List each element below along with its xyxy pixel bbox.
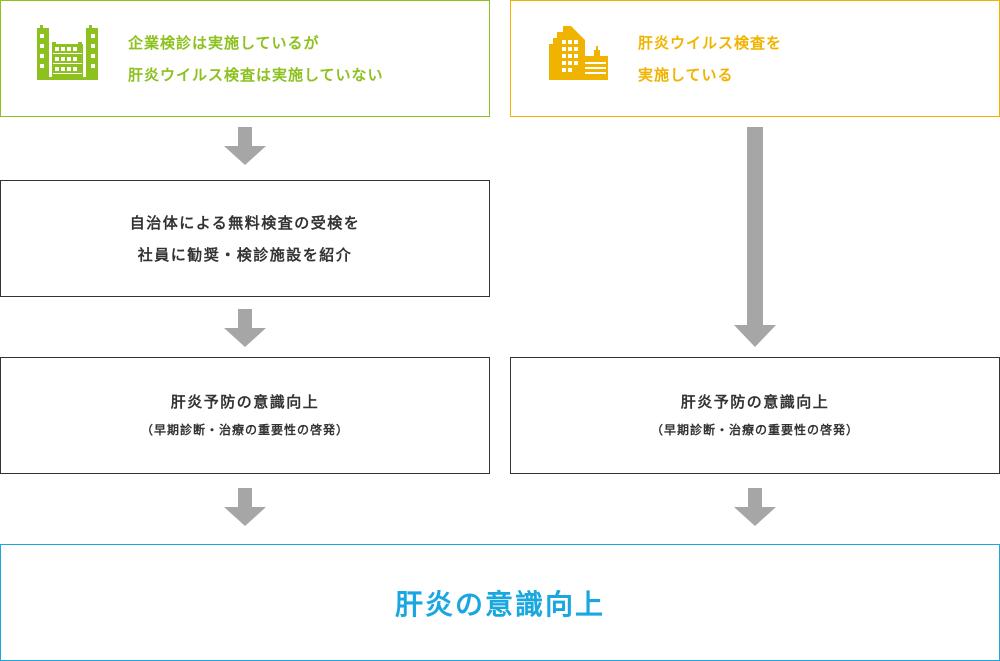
awareness-left-box: 肝炎予防の意識向上 （早期診断・治療の重要性の啓発） <box>0 357 490 474</box>
left-start-text: 企業検診は実施しているが 肝炎ウイルス検査は実施していない <box>128 27 384 91</box>
awareness-left-subtitle: （早期診断・治療の重要性の啓発） <box>140 422 349 437</box>
awareness-right-box: 肝炎予防の意識向上 （早期診断・治療の重要性の啓発） <box>510 357 1000 474</box>
recommend-line-1: 自治体による無料検査の受検を <box>129 213 361 232</box>
awareness-right-title: 肝炎予防の意識向上 <box>680 392 830 411</box>
arrow-down-icon <box>224 127 266 165</box>
arrow-down-icon <box>734 488 776 526</box>
arrow-down-long-icon <box>734 127 776 347</box>
office-building-icon <box>549 24 611 86</box>
arrow-down-icon <box>224 488 266 526</box>
right-start-line-2: 実施している <box>638 66 734 84</box>
arrow-down-icon <box>224 309 266 347</box>
left-start-line-1: 企業検診は実施しているが <box>128 34 320 52</box>
right-start-line-1: 肝炎ウイルス検査を <box>638 34 783 52</box>
final-outcome-title: 肝炎の意識向上 <box>394 587 605 621</box>
left-start-line-2: 肝炎ウイルス検査は実施していない <box>128 66 384 84</box>
right-start-text: 肝炎ウイルス検査を 実施している <box>638 27 782 91</box>
recommend-line-2: 社員に勧奨・検診施設を紹介 <box>137 245 353 264</box>
final-outcome-box: 肝炎の意識向上 <box>0 544 1000 661</box>
recommend-testing-box: 自治体による無料検査の受検を 社員に勧奨・検診施設を紹介 <box>0 180 490 297</box>
awareness-left-title: 肝炎予防の意識向上 <box>170 392 320 411</box>
awareness-right-subtitle: （早期診断・治療の重要性の啓発） <box>650 422 859 437</box>
factory-building-icon <box>37 24 99 84</box>
